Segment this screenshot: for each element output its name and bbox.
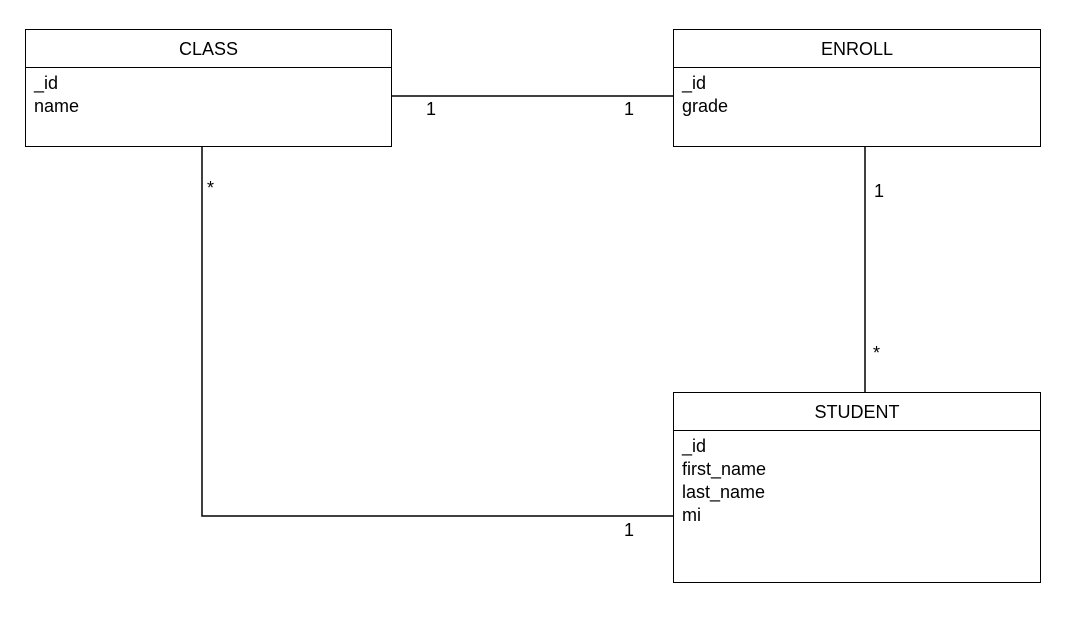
attribute-enroll-grade: grade <box>682 96 729 116</box>
entity-student[interactable]: STUDENT _id first_name last_name mi <box>673 392 1041 583</box>
multiplicity-class-enroll-enroll-end: 1 <box>624 99 635 119</box>
attribute-enroll-id: _id <box>682 73 707 93</box>
multiplicity-class-student-class-end: * <box>207 178 215 198</box>
entity-student-attributes: _id first_name last_name mi <box>674 431 1040 527</box>
entity-class[interactable]: CLASS _id name <box>25 29 392 147</box>
entity-class-attributes: _id name <box>26 68 391 118</box>
entity-enroll-title: ENROLL <box>674 30 1040 68</box>
entity-student-title: STUDENT <box>674 393 1040 431</box>
multiplicity-class-student-student-end: 1 <box>624 520 635 540</box>
attribute-class-id: _id <box>34 73 59 93</box>
entity-enroll[interactable]: ENROLL _id grade <box>673 29 1041 147</box>
attribute-student-last-name: last_name <box>682 482 766 502</box>
multiplicity-class-enroll-class-end: 1 <box>426 99 437 119</box>
multiplicity-enroll-student-enroll-end: 1 <box>874 181 885 201</box>
multiplicity-enroll-student-student-end: * <box>873 343 881 363</box>
attribute-student-mi: mi <box>682 505 701 525</box>
entity-enroll-attributes: _id grade <box>674 68 1040 118</box>
entity-class-title: CLASS <box>26 30 391 68</box>
class-student-line <box>201 147 673 517</box>
attribute-class-name: name <box>34 96 80 116</box>
attribute-student-id: _id <box>682 436 707 456</box>
attribute-student-first-name: first_name <box>682 459 767 479</box>
